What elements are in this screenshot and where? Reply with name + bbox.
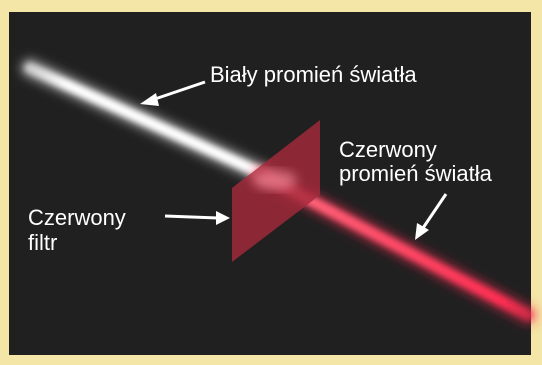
white-beam-label: Biały promień światła bbox=[210, 62, 417, 87]
arrow-filter bbox=[164, 211, 230, 225]
red-beam-label-line1: Czerwony bbox=[339, 137, 437, 162]
filter-label-line1: Czerwony bbox=[28, 205, 126, 230]
filter-label-line2: filtr bbox=[28, 230, 58, 255]
white-light-beam bbox=[20, 58, 275, 185]
arrow-red-beam bbox=[415, 193, 448, 240]
red-beam-label-line2: promień światła bbox=[339, 161, 492, 186]
arrow-white-beam bbox=[140, 80, 206, 106]
red-filter bbox=[232, 120, 320, 262]
filter-glow bbox=[253, 170, 297, 190]
